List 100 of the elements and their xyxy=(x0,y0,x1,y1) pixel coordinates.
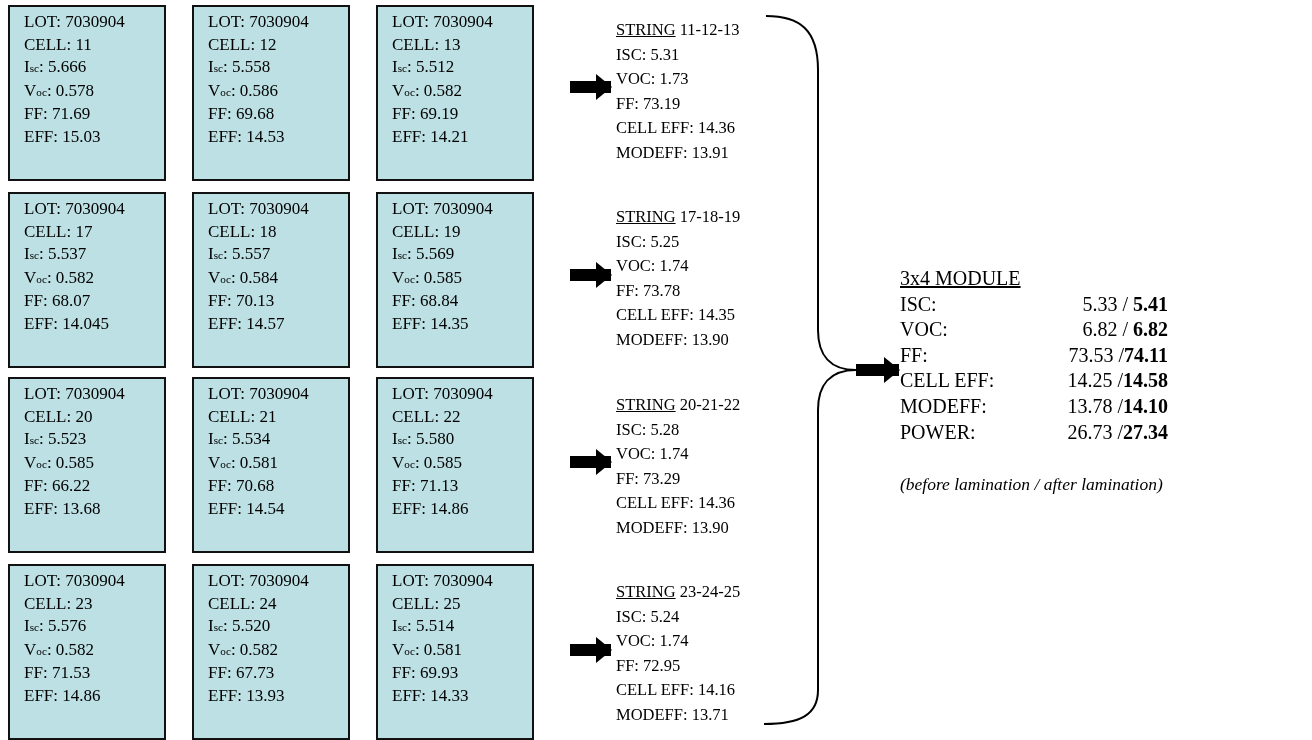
cell-value: FF: 71.69 xyxy=(24,103,92,125)
block-arrow xyxy=(570,449,612,475)
cell-data-box xyxy=(192,5,350,181)
cell-value: CELL: 13 xyxy=(392,33,462,56)
cell-value: EFF: 15.03 xyxy=(24,125,102,148)
cell-value: FF: 69.68 xyxy=(208,103,276,125)
cell-data-box xyxy=(8,377,166,553)
cell-value: EFF: 14.35 xyxy=(392,312,470,335)
string-value: CELL EFF: 14.16 xyxy=(616,679,737,702)
module-parameter: CELL EFF: xyxy=(900,369,995,392)
module-heading: 3x4 MODULE xyxy=(900,267,1021,289)
cell-value: EFF: 14.53 xyxy=(208,125,286,148)
module-parameter: ISC: xyxy=(900,292,937,315)
cell-value: FF: 71.53 xyxy=(24,662,92,684)
string-value: MODEFF: 13.91 xyxy=(616,141,730,164)
module-value: 26.73 /27.34 xyxy=(1067,420,1168,443)
cell-value: CELL: 19 xyxy=(392,220,462,243)
cell-value: LOT: 7030904 xyxy=(24,383,126,405)
block-arrow xyxy=(570,74,612,100)
block-arrow xyxy=(570,262,612,288)
string-value: ISC: 5.24 xyxy=(616,605,681,628)
cell-value: CELL: 22 xyxy=(392,405,462,428)
lamination-note: (before lamination / after lamination) xyxy=(900,474,1163,495)
string-value: VOC: 1.73 xyxy=(616,68,690,91)
cell-value: EFF: 13.68 xyxy=(24,497,102,520)
cell-value: CELL: 25 xyxy=(392,592,462,615)
cell-value: EFF: 14.045 xyxy=(24,312,111,335)
cell-value: LOT: 7030904 xyxy=(208,198,310,220)
cell-value: LOT: 7030904 xyxy=(208,570,310,592)
string-value: VOC: 1.74 xyxy=(616,255,690,278)
cell-value: LOT: 7030904 xyxy=(24,570,126,592)
cell-data-box xyxy=(192,377,350,553)
module-value: 73.53 /74.11 xyxy=(1068,343,1168,366)
cell-value: CELL: 12 xyxy=(208,33,278,56)
string-value: MODEFF: 13.90 xyxy=(616,516,730,539)
module-parameter: MODEFF: xyxy=(900,394,987,417)
cell-value: CELL: 17 xyxy=(24,220,94,243)
cell-value: EFF: 14.86 xyxy=(24,684,102,707)
cell-value: LOT: 7030904 xyxy=(208,383,310,405)
cell-value: FF: 69.93 xyxy=(392,662,460,684)
string-heading: STRING xyxy=(616,582,676,601)
cell-data-box xyxy=(8,5,166,181)
cell-data-box xyxy=(8,564,166,740)
string-heading: STRING xyxy=(616,20,676,39)
cell-value: LOT: 7030904 xyxy=(24,11,126,33)
cell-value: CELL: 24 xyxy=(208,592,278,615)
string-value: ISC: 5.31 xyxy=(616,43,681,66)
block-arrow xyxy=(856,357,900,383)
module-parameter: FF: xyxy=(900,343,928,366)
cell-data-box xyxy=(376,564,534,740)
curly-bracket xyxy=(763,15,857,725)
string-value: FF: 73.78 xyxy=(616,279,682,302)
cell-value: FF: 68.07 xyxy=(24,290,92,312)
cell-value: EFF: 14.33 xyxy=(392,684,470,707)
cell-value: CELL: 20 xyxy=(24,405,94,428)
cell-value: CELL: 23 xyxy=(24,592,94,615)
string-value: MODEFF: 13.90 xyxy=(616,328,730,351)
cell-value: EFF: 14.54 xyxy=(208,497,286,520)
cell-data-box xyxy=(376,5,534,181)
module-value: 13.78 /14.10 xyxy=(1067,394,1168,417)
string-heading: STRING xyxy=(616,207,676,226)
string-value: ISC: 5.28 xyxy=(616,418,681,441)
string-cells: 11-12-13 xyxy=(679,20,740,39)
string-value: FF: 73.19 xyxy=(616,92,682,115)
cell-data-box xyxy=(192,564,350,740)
module-value: 14.25 /14.58 xyxy=(1067,369,1168,392)
string-value: CELL EFF: 14.35 xyxy=(616,304,737,327)
string-cells: 20-21-22 xyxy=(679,395,741,414)
cell-value: LOT: 7030904 xyxy=(392,198,494,220)
string-cells: 17-18-19 xyxy=(679,207,741,226)
string-value: ISC: 5.25 xyxy=(616,230,681,253)
cell-value: EFF: 13.93 xyxy=(208,684,286,707)
cell-value: FF: 67.73 xyxy=(208,662,276,684)
cell-data-box xyxy=(8,192,166,368)
module-value: 6.82 / 6.82 xyxy=(1082,318,1168,341)
string-heading: STRING xyxy=(616,395,676,414)
cell-value: CELL: 18 xyxy=(208,220,278,243)
cell-value: LOT: 7030904 xyxy=(208,11,310,33)
cell-value: FF: 68.84 xyxy=(392,290,460,312)
cell-value: LOT: 7030904 xyxy=(392,383,494,405)
string-value: CELL EFF: 14.36 xyxy=(616,117,737,140)
cell-value: FF: 66.22 xyxy=(24,475,92,497)
cell-value: LOT: 7030904 xyxy=(392,11,494,33)
cell-value: EFF: 14.21 xyxy=(392,125,470,148)
cell-data-box xyxy=(376,377,534,553)
cell-data-box xyxy=(376,192,534,368)
cell-value: FF: 69.19 xyxy=(392,103,460,125)
cell-value: CELL: 21 xyxy=(208,405,278,428)
string-value: VOC: 1.74 xyxy=(616,443,690,466)
cell-value: EFF: 14.57 xyxy=(208,312,286,335)
module-value: 5.33 / 5.41 xyxy=(1082,292,1168,315)
cell-value: FF: 71.13 xyxy=(392,475,460,497)
string-value: FF: 73.29 xyxy=(616,467,682,490)
cell-value: LOT: 7030904 xyxy=(24,198,126,220)
cell-value: FF: 70.68 xyxy=(208,475,276,497)
module-parameter: POWER: xyxy=(900,420,976,443)
cell-value: FF: 70.13 xyxy=(208,290,276,312)
block-arrow xyxy=(570,637,612,663)
string-value: MODEFF: 13.71 xyxy=(616,703,730,726)
cell-value: LOT: 7030904 xyxy=(392,570,494,592)
